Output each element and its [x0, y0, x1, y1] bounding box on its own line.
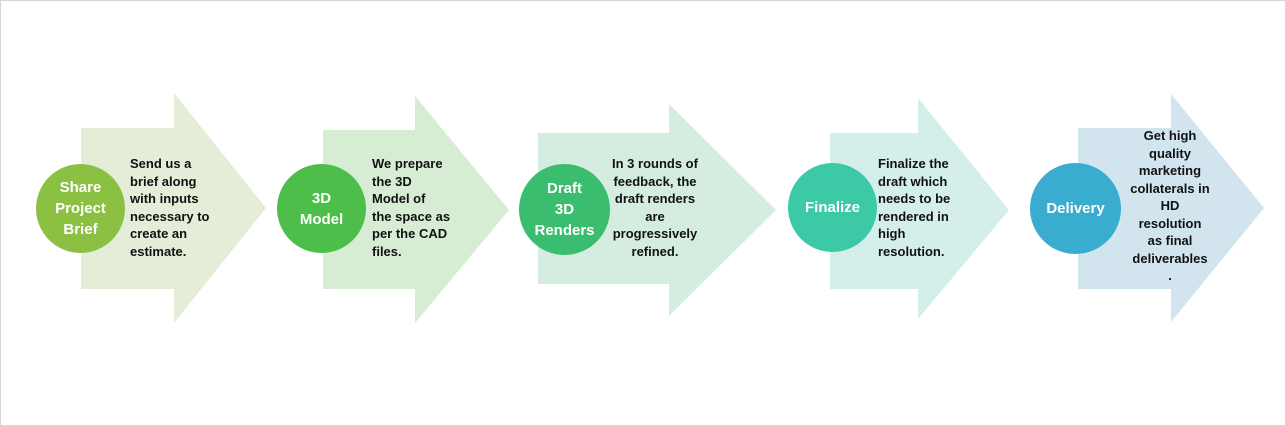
step-2-circle: 3D Model [277, 164, 366, 253]
step-2-arrow [323, 96, 509, 323]
step-4-description: Finalize the draft which needs to be ren… [878, 156, 951, 259]
step-1-title: Share Project Brief [55, 179, 106, 238]
step-3-arrow [538, 104, 776, 316]
step-2-description: We prepare the 3D Model of the space as … [372, 156, 451, 259]
step-3-circle: Draft 3D Renders [519, 164, 610, 255]
step-4-arrow [830, 98, 1009, 319]
step-1-circle: Share Project Brief [36, 164, 125, 253]
step-5-title: Delivery [1046, 200, 1105, 217]
step-3-description: In 3 rounds of feedback, the draft rende… [612, 156, 698, 259]
step-5-arrow [1078, 94, 1264, 322]
step-1-description: Send us a brief along with inputs necess… [130, 156, 210, 259]
step-5-description: Get high quality marketing collaterals i… [1130, 128, 1210, 283]
step-4-title: Finalize [804, 199, 860, 216]
step-5-circle: Delivery [1030, 163, 1121, 254]
step-1-arrow [81, 93, 266, 323]
step-2-title: 3D Model [299, 189, 344, 228]
step-4-circle: Finalize [788, 163, 877, 252]
step-3-title: Draft 3D Renders [534, 180, 595, 239]
